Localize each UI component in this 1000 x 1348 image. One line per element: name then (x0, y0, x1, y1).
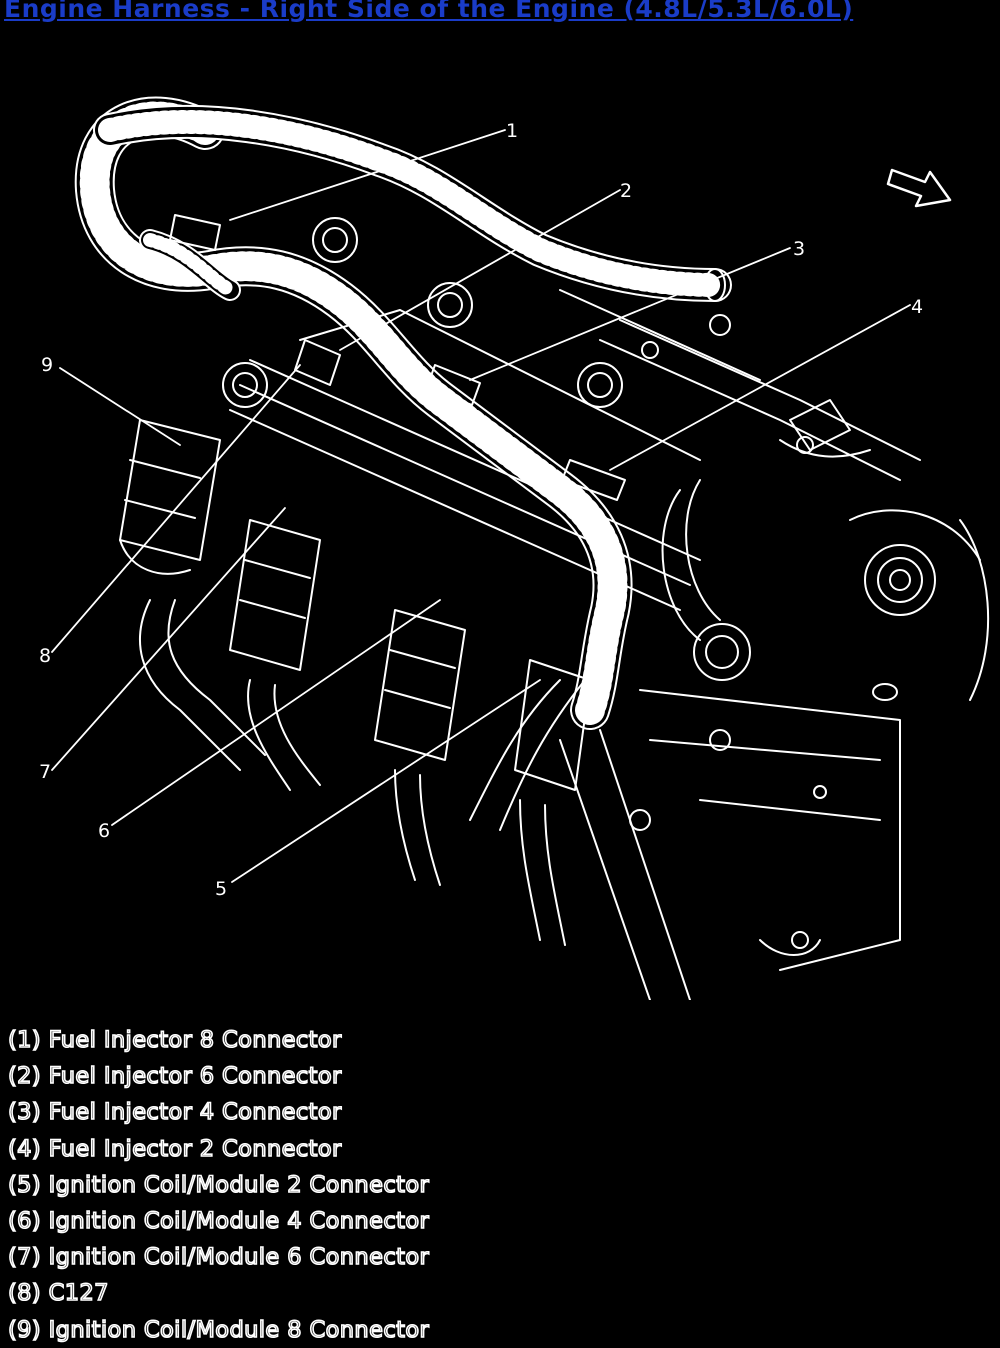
ignition-coils (119, 419, 591, 946)
front-direction-arrow-icon (886, 168, 952, 208)
callout-8: 8 (39, 645, 51, 667)
legend-item-5: (5) Ignition Coil/Module 2 Connector (7, 1171, 430, 1199)
legend-item-4: (4) Fuel Injector 2 Connector (7, 1135, 342, 1163)
callout-6: 6 (98, 820, 110, 842)
legend-item-7: (7) Ignition Coil/Module 6 Connector (7, 1243, 430, 1271)
injector-bosses (222, 217, 623, 408)
page-title[interactable]: Engine Harness - Right Side of the Engin… (4, 0, 854, 23)
callout-legend: (1) Fuel Injector 8 Connector (2) Fuel I… (7, 1022, 430, 1348)
callout-labels: 1 2 3 4 5 6 7 8 9 (39, 120, 923, 900)
engine-harness-illustration: 1 2 3 4 5 6 7 8 9 (0, 40, 1000, 1000)
legend-item-1: (1) Fuel Injector 8 Connector (7, 1026, 342, 1054)
engine-block (559, 689, 901, 1000)
legend-item-9: (9) Ignition Coil/Module 8 Connector (7, 1316, 430, 1344)
callout-2: 2 (620, 180, 632, 202)
legend-item-8: (8) C127 (7, 1280, 109, 1308)
callout-5: 5 (215, 878, 227, 900)
callout-3: 3 (793, 238, 805, 260)
legend-item-2: (2) Fuel Injector 6 Connector (7, 1062, 342, 1090)
injector-connectors (169, 214, 626, 501)
callout-4: 4 (911, 296, 923, 318)
legend-item-3: (3) Fuel Injector 4 Connector (7, 1099, 342, 1127)
fuel-rail (229, 289, 921, 611)
callout-1: 1 (506, 120, 518, 142)
callout-leaders (51, 129, 911, 883)
wiring-harness (74, 96, 732, 831)
callout-7: 7 (39, 761, 51, 783)
legend-item-6: (6) Ignition Coil/Module 4 Connector (7, 1207, 430, 1235)
callout-9: 9 (41, 354, 53, 376)
accessory-components (641, 314, 990, 701)
